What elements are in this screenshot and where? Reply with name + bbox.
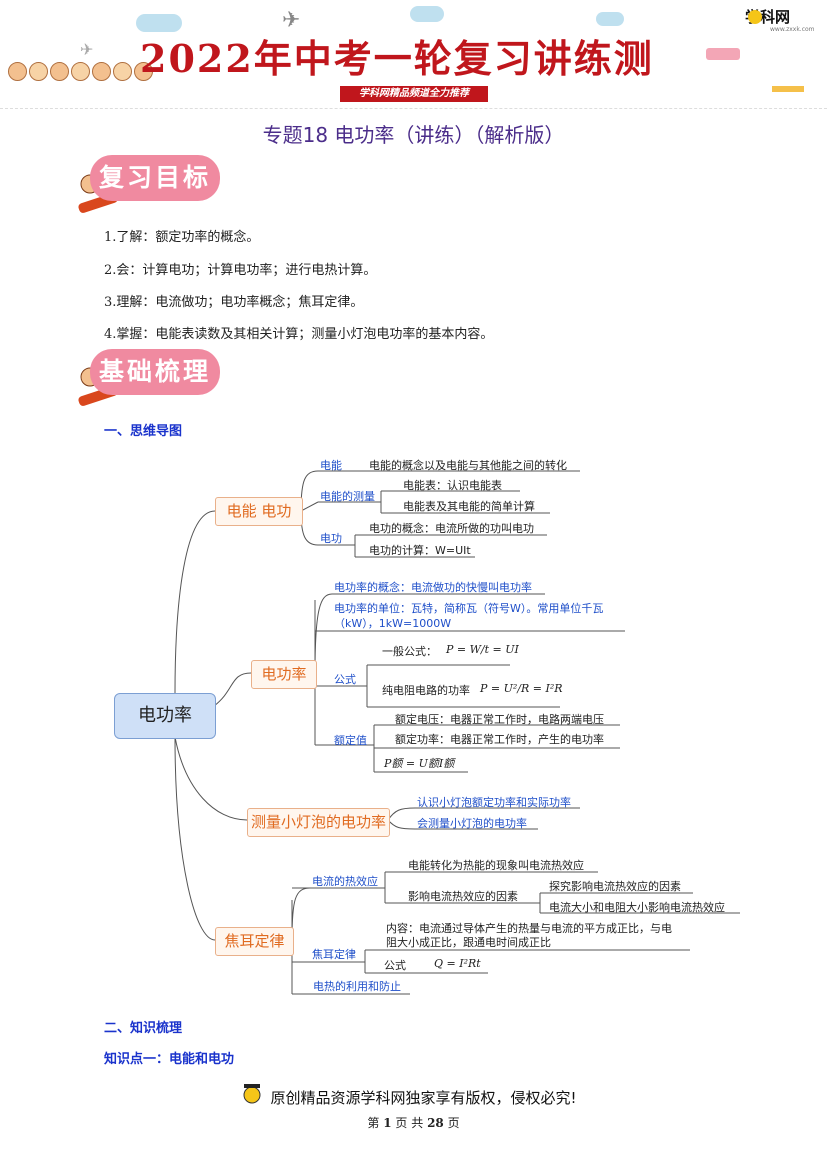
knowledge-heading: 二、知识梳理 [104,1021,183,1036]
page-prefix: 第 [367,1116,380,1130]
node-electric-energy: 电能 [320,459,342,472]
divider-line [0,108,827,109]
node-joule-law: 焦耳定律 [312,948,356,961]
mascot-icon [242,1083,262,1105]
formula-rated: P额 = U额I额 [384,757,455,770]
knowledge-point-heading: 知识点一：电能和电功 [104,1052,235,1067]
page-mid: 页 共 [395,1116,424,1130]
eraser-icon [706,48,740,60]
node-formula: 公式 [334,673,356,686]
page-current: 1 [383,1116,392,1130]
mascot-icon [748,10,762,24]
node-rated-voltage: 额定电压：电器正常工作时，电路两端电压 [395,713,604,726]
mindmap-heading: 一、思维导图 [104,424,183,439]
formula-joule: Q = I²Rt [434,957,481,970]
section-badge-basics: 基础梳理 [90,349,220,395]
node-energy-measure-a: 电能表：认识电能表 [403,479,502,492]
cloud-decoration [596,12,624,26]
node-heat-effect-b: 影响电流热效应的因素 [408,890,518,903]
node-heat-effect: 电流的热效应 [312,875,378,888]
node-power-unit-line2: （kW），1kW=1000W [334,617,452,630]
mindmap-center-node: 电功率 [114,693,216,739]
objective-item: 4.掌握：电能表读数及其相关计算；测量小灯泡电功率的基本内容。 [104,327,494,342]
node-electric-work-b: 电功的计算：W=UIt [369,544,471,557]
node-power-unit-line1: 电功率的单位：瓦特，简称瓦（符号W）。常用单位千瓦 [334,602,604,615]
node-electric-work-a: 电功的概念：电流所做的功叫电功 [369,522,534,535]
node-heat-use: 电热的利用和防止 [313,980,401,993]
section-badge-review-goal: 复习目标 [90,155,220,201]
mindmap-branch-energy-work: 电能 电功 [215,497,303,526]
objective-item: 3.理解：电流做功；电功率概念；焦耳定律。 [104,295,364,310]
node-rated-power: 额定功率：电器正常工作时，产生的电功率 [395,733,604,746]
node-formula-resistive-label: 纯电阻电路的功率 [382,684,470,697]
node-joule-content-1: 内容：电流通过导体产生的热量与电流的平方成正比，与电 [386,922,672,935]
cloud-decoration [410,6,444,22]
cloud-decoration [136,14,182,32]
pencil-icon [772,86,804,92]
mindmap-branch-joule: 焦耳定律 [215,927,294,956]
node-heat-effect-b2: 电流大小和电阻大小影响电流热效应 [549,901,725,914]
paper-plane-icon: ✈ [80,40,94,59]
objective-item: 1.了解：额定功率的概念。 [104,230,260,245]
paper-plane-icon: ✈ [282,8,301,33]
banner-subtitle: 学科网精品频道全力推荐 [340,86,488,102]
node-energy-measure-b: 电能表及其电能的简单计算 [403,500,535,513]
page-number: 第 1 页 共 28 页 [0,1114,827,1131]
node-rated: 额定值 [334,734,367,747]
copyright-text: 原创精品资源学科网独家享有版权，侵权必究! [270,1089,577,1107]
formula-general: P = W/t = UI [446,643,519,656]
mindmap-branch-power: 电功率 [251,660,317,689]
banner-title: 2022年中考一轮复习讲练测 [140,36,654,81]
node-heat-effect-a: 电能转化为热能的现象叫电流热效应 [408,859,584,872]
node-heat-effect-b1: 探究影响电流热效应的因素 [549,880,681,893]
page-total: 28 [427,1116,444,1130]
node-power-concept: 电功率的概念：电流做功的快慢叫电功率 [334,581,532,594]
children-illustration [8,62,153,81]
formula-resistive: P = U²/R = I²R [480,682,563,695]
node-lamp-b: 会测量小灯泡的电功率 [417,817,527,830]
node-joule-content-2: 阻大小成正比，跟通电时间成正比 [386,936,551,949]
node-electric-work: 电功 [320,532,342,545]
objective-item: 2.会：计算电功；计算电功率；进行电热计算。 [104,263,377,278]
copyright-notice: 原创精品资源学科网独家享有版权，侵权必究! [0,1087,827,1108]
mindmap-branch-measure-lamp: 测量小灯泡的电功率 [247,808,390,837]
node-formula-general-label: 一般公式： [382,645,437,658]
node-joule-formula-label: 公式 [384,959,406,972]
page-suffix: 页 [447,1116,460,1130]
logo-url: www.zxxk.com [770,26,815,33]
node-electric-energy-desc: 电能的概念以及电能与其他能之间的转化 [369,459,567,472]
node-energy-measure: 电能的测量 [320,490,375,503]
document-title: 专题18 电功率（讲练）（解析版） [262,123,565,147]
node-lamp-a: 认识小灯泡额定功率和实际功率 [417,796,571,809]
